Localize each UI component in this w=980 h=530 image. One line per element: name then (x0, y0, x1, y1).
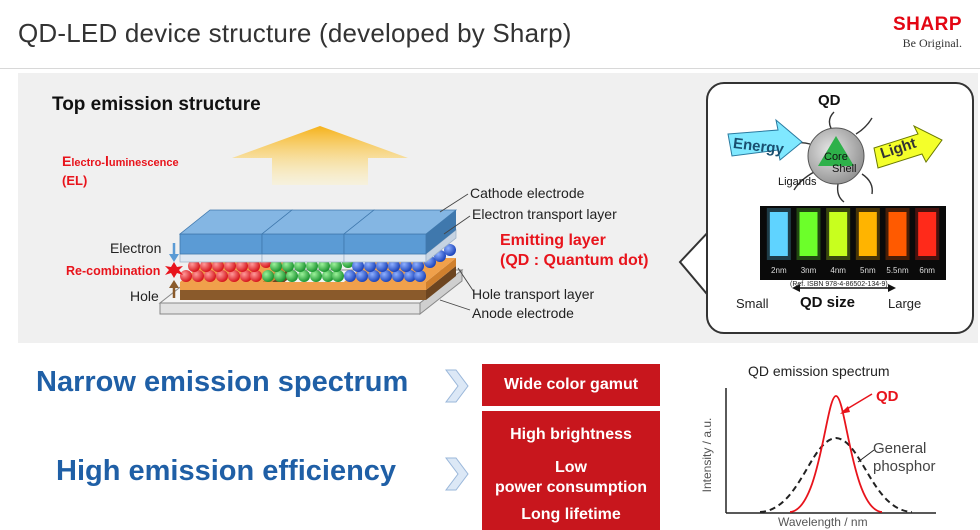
qd-vial (799, 212, 818, 256)
qd-vial (888, 212, 907, 256)
qd-vial (769, 212, 788, 256)
light-arrow-icon (873, 124, 943, 169)
benefit-high-brightness: High brightness (510, 426, 632, 443)
structure-heading: Top emission structure (52, 94, 261, 115)
emitting-layer-label: Emitting layer (QD : Quantum dot) (500, 231, 648, 271)
efficiency-benefits-box: High brightness Low power consumption Lo… (482, 411, 660, 530)
vial-size-label: 6nm (919, 266, 935, 275)
leader-lines (439, 193, 475, 311)
spectrum-chart (725, 388, 936, 514)
hole-arrow (169, 280, 179, 298)
size-large-label: Large (888, 296, 922, 311)
anode-electrode-label: Anode electrode (472, 305, 574, 321)
qd-vial (829, 212, 848, 256)
phosphor-callout-line (857, 449, 875, 463)
electron-transport-label: Electron transport layer (472, 206, 617, 222)
el-letter-l: l (104, 153, 109, 169)
brand-logo: SHARP Be Original. (862, 14, 962, 54)
qd-callout-arrowhead (840, 406, 850, 414)
qd-dots-blue (344, 244, 456, 282)
recombination-label: Re-combination (66, 264, 161, 278)
cathode-slabs (178, 209, 458, 263)
spectrum-x-label: Wavelength / nm (778, 515, 868, 529)
qd-illustration (727, 111, 946, 292)
recombination-burst (165, 262, 183, 278)
vial-size-label: 3nm (800, 266, 817, 275)
phosphor-label-line2: phosphor (873, 458, 936, 475)
core-label: Core (824, 151, 848, 163)
emitting-layer-title: Emitting layer (500, 232, 606, 249)
el-abbrev: (EL) (62, 173, 88, 188)
qd-core (818, 136, 854, 166)
qd-vials (766, 208, 940, 260)
shell-label: Shell (832, 163, 857, 175)
electron-label: Electron (110, 240, 162, 256)
spectrum-phosphor-label: General phosphor (873, 440, 936, 476)
ligands-label: Ligands (778, 176, 817, 188)
energy-arrow-icon (727, 118, 803, 161)
spectrum-qd-label: QD (876, 388, 899, 405)
qd-curve (789, 395, 883, 513)
benefit-power-consumption: power consumption (495, 479, 647, 496)
vial-size-label: 5.5nm (886, 266, 909, 275)
hole-transport-label: Hole transport layer (472, 286, 595, 302)
qd-vials-photo (760, 206, 946, 280)
cathode-electrode-label: Cathode electrode (470, 185, 585, 201)
emitting-layer-subtitle: (QD : Quantum dot) (500, 252, 649, 269)
el-part-2: uminescence (108, 157, 179, 169)
feature-high-efficiency: High emission efficiency (56, 455, 397, 487)
spectrum-title: QD emission spectrum (748, 363, 890, 379)
el-part-1: lectro- (71, 157, 105, 169)
el-letter-e: E (62, 153, 72, 169)
vial-size-label: 4nm (830, 266, 846, 275)
vial-size-labels: 2nm 3nm 4nm 5nm 5.5nm 6nm (760, 266, 946, 278)
emission-arrow (232, 126, 408, 185)
qd-vial (858, 212, 877, 256)
chevron-right-icon (445, 369, 469, 403)
feature-chevrons (445, 369, 469, 491)
hole-label: Hole (130, 288, 159, 304)
benefit-low: Low (555, 459, 587, 476)
electron-arrow (169, 243, 179, 262)
brand-tagline: Be Original. (902, 36, 962, 50)
phosphor-label-line1: General (873, 440, 927, 457)
brand-name: SHARP (892, 14, 962, 35)
size-small-label: Small (736, 296, 769, 311)
vial-size-label: 2nm (771, 266, 787, 275)
page-title: QD-LED device structure (developed by Sh… (18, 18, 572, 48)
chevron-right-icon (445, 457, 469, 491)
reference-text: (Ref. ISBN 978-4-86502-134-9) (790, 281, 888, 288)
wide-color-gamut-box: Wide color gamut (482, 364, 660, 406)
benefit-long-lifetime: Long lifetime (521, 506, 621, 523)
phosphor-curve (759, 436, 913, 513)
spectrum-y-label: Intensity / a.u. (700, 417, 714, 493)
qd-title: QD (818, 92, 841, 109)
size-arrow (792, 284, 896, 292)
feature-narrow-spectrum: Narrow emission spectrum (36, 366, 409, 398)
electroluminescence-label: Electro-luminescence (EL) (62, 152, 179, 190)
vial-size-label: 5nm (860, 266, 876, 275)
qd-size-label: QD size (800, 294, 856, 311)
title-divider (0, 68, 980, 69)
qd-vial (918, 212, 937, 256)
